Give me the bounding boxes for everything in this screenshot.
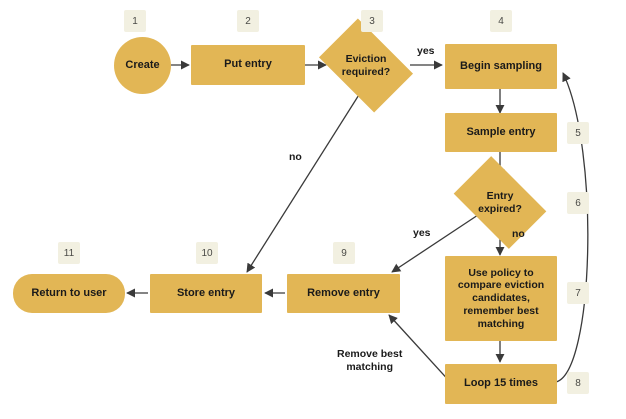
badge-9: 9 — [333, 242, 355, 264]
node-put-entry-label: Put entry — [224, 58, 272, 71]
node-begin-sampling-label: Begin sampling — [460, 59, 542, 72]
node-loop-15-times-label: Loop 15 times — [464, 377, 538, 390]
node-sample-entry[interactable]: Sample entry — [445, 113, 557, 152]
node-entry-expired-label: Entry expired? — [478, 189, 522, 215]
node-return-to-user-label: Return to user — [31, 286, 107, 299]
node-create[interactable]: Create — [114, 37, 171, 94]
node-entry-expired[interactable]: Entry expired? — [453, 156, 547, 249]
badge-11: 11 — [58, 242, 80, 264]
edge-label-no-expired: no — [512, 228, 525, 240]
node-create-label: Create — [125, 58, 160, 71]
edge-loop-15-to-begin-sampling — [555, 72, 589, 383]
badge-1: 1 — [124, 10, 146, 32]
badge-7: 7 — [567, 282, 589, 304]
edge-label-no-eviction: no — [289, 151, 302, 163]
edge-label-yes-expired: yes — [413, 227, 431, 239]
edge-label-remove-best-matching: Remove best matching — [337, 348, 403, 374]
node-store-entry[interactable]: Store entry — [150, 274, 262, 313]
node-eviction-required-label: Eviction required? — [341, 52, 391, 78]
node-use-policy[interactable]: Use policy to compare eviction candidate… — [445, 256, 557, 341]
node-eviction-required[interactable]: Eviction required? — [318, 18, 414, 113]
node-return-to-user[interactable]: Return to user — [13, 274, 125, 313]
node-store-entry-label: Store entry — [176, 286, 236, 299]
node-begin-sampling[interactable]: Begin sampling — [445, 44, 557, 89]
node-remove-entry-label: Remove entry — [307, 286, 380, 299]
badge-4: 4 — [490, 10, 512, 32]
node-loop-15-times[interactable]: Loop 15 times — [445, 364, 557, 404]
node-sample-entry-label: Sample entry — [466, 125, 536, 138]
badge-2: 2 — [237, 10, 259, 32]
badge-3: 3 — [361, 10, 383, 32]
edge-label-yes-eviction: yes — [417, 45, 435, 57]
node-use-policy-label: Use policy to compare eviction candidate… — [457, 266, 545, 330]
badge-10: 10 — [196, 242, 218, 264]
badge-6: 6 — [567, 192, 589, 214]
node-remove-entry[interactable]: Remove entry — [287, 274, 400, 313]
node-put-entry[interactable]: Put entry — [191, 45, 305, 85]
badge-8: 8 — [567, 372, 589, 394]
badge-5: 5 — [567, 122, 589, 144]
